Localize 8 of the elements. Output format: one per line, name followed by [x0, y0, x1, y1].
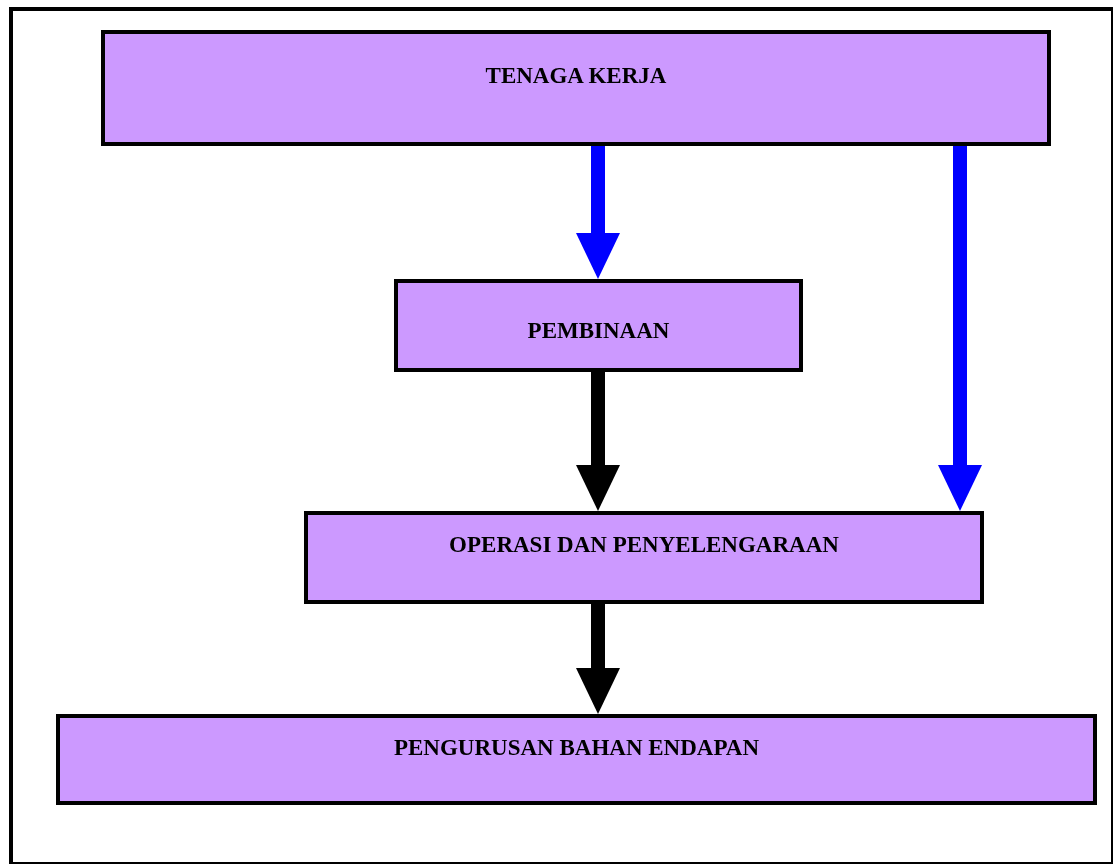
box-label: PEMBINAAN	[527, 318, 670, 344]
box-label: OPERASI DAN PENYELENGARAAN	[449, 532, 839, 558]
process-box	[101, 30, 1051, 146]
process-box	[394, 279, 803, 372]
box-label: PENGURUSAN BAHAN ENDAPAN	[394, 735, 759, 761]
process-box	[304, 511, 984, 604]
box-label: TENAGA KERJA	[485, 63, 667, 89]
process-box	[56, 714, 1097, 805]
